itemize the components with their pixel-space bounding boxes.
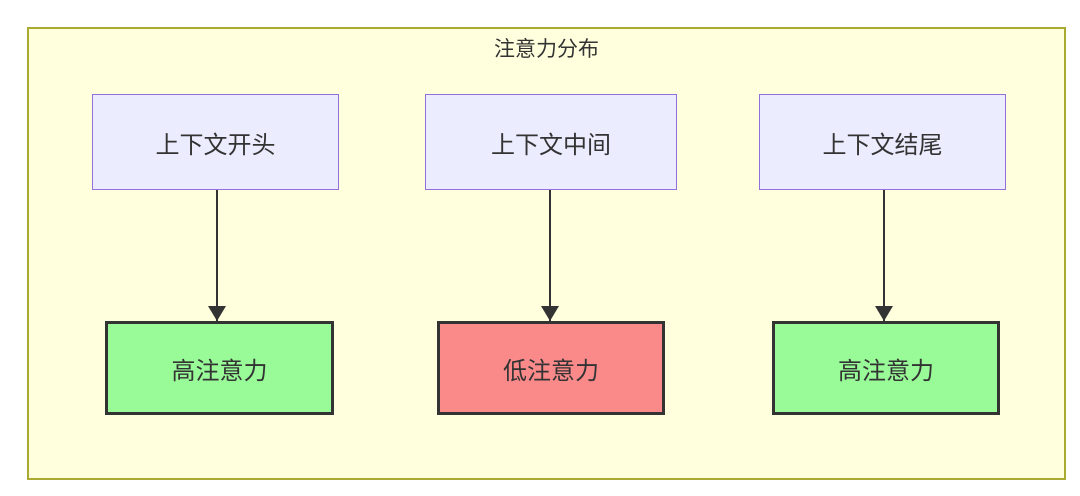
diagram-title: 注意力分布 [494, 38, 599, 61]
arrow-down-icon [549, 190, 551, 321]
node-attention-right: 高注意力 [772, 321, 1000, 415]
node-context-beginning: 上下文开头 [92, 94, 339, 190]
arrow-down-icon [216, 190, 218, 321]
attention-distribution-diagram: 注意力分布 上下文开头 高注意力 上下文中间 低注意力 上下文结尾 高注意力 [27, 27, 1066, 480]
node-attention-middle: 低注意力 [437, 321, 665, 415]
arrow-down-icon [883, 190, 885, 321]
node-context-end: 上下文结尾 [759, 94, 1006, 190]
node-attention-left: 高注意力 [105, 321, 334, 415]
node-context-middle: 上下文中间 [425, 94, 677, 190]
